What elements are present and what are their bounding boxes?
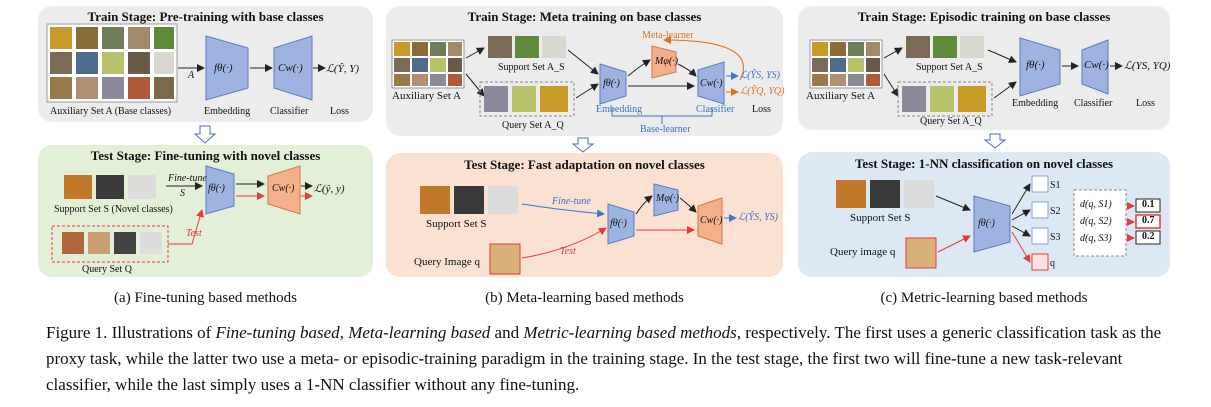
panel-a-classifier-fn: Cw(·) bbox=[278, 62, 303, 74]
panel-c-loss-fn: ℒ(YS, YQ) bbox=[1124, 60, 1171, 72]
panel-b-loss2: ℒ(ŶQ, YQ) bbox=[740, 86, 785, 97]
caption-term-2: Meta-learning based bbox=[348, 323, 491, 342]
panel-c-loss-label: Loss bbox=[1136, 98, 1155, 109]
panel-b-loss1: ℒ(ŶS, YS) bbox=[740, 70, 780, 81]
panel-b-test-embed-fn: fθ(·) bbox=[610, 218, 627, 229]
subcaption-a: (a) Fine-tuning based methods bbox=[114, 290, 297, 306]
panel-a-finetune-label: Fine-tune bbox=[168, 173, 207, 184]
caption-prefix: Figure 1. Illustrations of bbox=[46, 323, 216, 342]
panel-c-prototype-cubes bbox=[1011, 175, 1049, 271]
panel-c-s3: S3 bbox=[1050, 232, 1061, 243]
caption-sep-1: , bbox=[339, 323, 349, 342]
panel-c-test-embed-fn: fθ(·) bbox=[978, 218, 995, 229]
panel-c-query-label: Query Set A_Q bbox=[920, 116, 982, 127]
panel-c-score-3: 0.2 bbox=[1142, 231, 1155, 242]
panel-b-meta-trapezoid bbox=[651, 45, 677, 79]
caption-term-3: Metric-learning based methods bbox=[523, 323, 737, 342]
panel-b-classifier-fn: Cw(·) bbox=[700, 78, 723, 89]
panel-b-test-classifier-fn: Cw(·) bbox=[700, 215, 723, 226]
panel-a-embedding-trapezoid bbox=[205, 35, 249, 101]
panel-a-loss-label: Loss bbox=[330, 106, 349, 117]
panel-b-test-support-label: Support Set S bbox=[426, 218, 487, 230]
subcaption-c: (c) Metric-learning based methods bbox=[880, 290, 1088, 306]
panel-c-score-2: 0.7 bbox=[1142, 215, 1155, 226]
panel-b-classifier-label: Classifier bbox=[696, 104, 735, 115]
panel-a-loss-fn: ℒ(Ŷ, Y) bbox=[326, 63, 359, 75]
panel-b-meta-fn: Mφ(·) bbox=[655, 56, 679, 67]
panel-a-embedding-label: Embedding bbox=[204, 106, 251, 117]
panel-c-test-support-label: Support Set S bbox=[850, 212, 911, 224]
panel-b-classifier-trapezoid bbox=[697, 61, 725, 105]
panel-c-d2: d(q, S2) bbox=[1080, 216, 1112, 227]
panel-b-test-meta-trapezoid bbox=[653, 183, 679, 217]
panel-a-test-classifier-trapezoid bbox=[267, 165, 301, 215]
panel-a-classifier-trapezoid bbox=[273, 35, 313, 101]
panel-b-support-label: Support Set A_S bbox=[498, 62, 565, 73]
panel-b-embedding-trapezoid bbox=[599, 63, 627, 105]
panel-c-classifier-trapezoid bbox=[1081, 39, 1109, 95]
panel-a-aux-image-grid bbox=[46, 23, 178, 103]
panel-a-test-classifier-fn: Cw(·) bbox=[272, 183, 295, 194]
panel-c-support-label: Support Set A_S bbox=[916, 62, 983, 73]
panel-b-aux-label: Auxiliary Set A bbox=[392, 90, 462, 102]
panel-b-embedding-label: Embedding bbox=[596, 104, 643, 115]
panel-b-down-arrow bbox=[571, 137, 595, 153]
panel-c-embedding-label: Embedding bbox=[1012, 98, 1059, 109]
panel-a-down-arrow bbox=[193, 125, 217, 144]
panel-b-test-embedding-trapezoid bbox=[607, 203, 635, 245]
panel-c-aux-label: Auxiliary Set A bbox=[806, 90, 876, 102]
panel-c-d1: d(q, S1) bbox=[1080, 199, 1112, 210]
figure-caption: Figure 1. Illustrations of Fine-tuning b… bbox=[46, 320, 1176, 398]
panel-c-test-query-label: Query image q bbox=[830, 246, 896, 258]
caption-rest: , respectively. The first uses a generic… bbox=[46, 323, 1162, 394]
panel-c-embedding-trapezoid bbox=[1019, 37, 1061, 97]
panel-a-s-label: S bbox=[180, 188, 185, 199]
panel-a-embed-fn: fθ(·) bbox=[214, 62, 233, 74]
panel-b-test-loss: ℒ(ŶS, YS) bbox=[738, 212, 778, 223]
panel-b-meta-learner-label: Meta-learner bbox=[642, 30, 694, 41]
subcaption-b: (b) Meta-learning based methods bbox=[485, 290, 684, 306]
panel-a-test-embed-fn: fθ(·) bbox=[208, 183, 225, 194]
panel-a-test-title: Test Stage: Fine-tuning with novel class… bbox=[90, 148, 321, 163]
panel-c-s2: S2 bbox=[1050, 206, 1061, 217]
panel-a-query-box bbox=[51, 225, 169, 263]
caption-term-1: Fine-tuning based bbox=[215, 323, 340, 342]
panel-c-test-title: Test Stage: 1-NN classification on novel… bbox=[854, 156, 1114, 171]
panel-c-aux-image-grid bbox=[809, 39, 883, 89]
panel-c-score-1: 0.1 bbox=[1142, 199, 1155, 210]
panel-b-aux-image-grid bbox=[391, 39, 465, 89]
panel-b-test-title: Test Stage: Fast adaptation on novel cla… bbox=[464, 157, 705, 172]
panel-a-arrow-label: A bbox=[188, 70, 195, 81]
panel-c-embed-fn: fθ(·) bbox=[1026, 59, 1045, 71]
panel-c-down-arrow bbox=[983, 133, 1007, 149]
panel-c-train-title: Train Stage: Episodic training on base c… bbox=[857, 9, 1111, 24]
panel-b-test-classifier-trapezoid bbox=[697, 197, 723, 245]
panel-c-classifier-label: Classifier bbox=[1074, 98, 1113, 109]
panel-b-embed-fn: fθ(·) bbox=[603, 78, 620, 89]
panel-b-test-query-label: Query Image q bbox=[414, 256, 480, 268]
panel-a-test-label: Test bbox=[186, 228, 202, 239]
panel-b-test-label: Test bbox=[560, 246, 576, 257]
panel-c-classifier-fn: Cw(·) bbox=[1084, 59, 1109, 71]
panel-a-aux-label: Auxiliary Set A (Base classes) bbox=[50, 106, 172, 117]
panel-a-test-embedding-trapezoid bbox=[205, 165, 235, 215]
panel-c-s1: S1 bbox=[1050, 180, 1061, 191]
panel-a-support-label: Support Set S (Novel classes) bbox=[54, 204, 173, 215]
panel-b-base-learner-label: Base-learner bbox=[640, 124, 691, 135]
caption-sep-2: and bbox=[490, 323, 524, 342]
panel-a-train-title: Train Stage: Pre-training with base clas… bbox=[87, 9, 324, 24]
panel-b-test-meta-fn: Mφ(·) bbox=[656, 193, 680, 204]
panel-b-loss-label: Loss bbox=[752, 104, 771, 115]
panel-a-classifier-label: Classifier bbox=[270, 106, 309, 117]
panel-b-query-label: Query Set A_Q bbox=[502, 120, 564, 131]
panel-a-query-label: Query Set Q bbox=[82, 264, 132, 275]
panel-b-train-title: Train Stage: Meta training on base class… bbox=[467, 9, 702, 24]
panel-c-test-embedding-trapezoid bbox=[973, 195, 1011, 253]
panel-b-finetune-label: Fine-tune bbox=[552, 196, 591, 207]
panel-c-q: q bbox=[1050, 258, 1055, 269]
panel-c-d3: d(q, S3) bbox=[1080, 233, 1112, 244]
panel-a-test-loss: ℒ(ŷ, y) bbox=[314, 183, 345, 195]
